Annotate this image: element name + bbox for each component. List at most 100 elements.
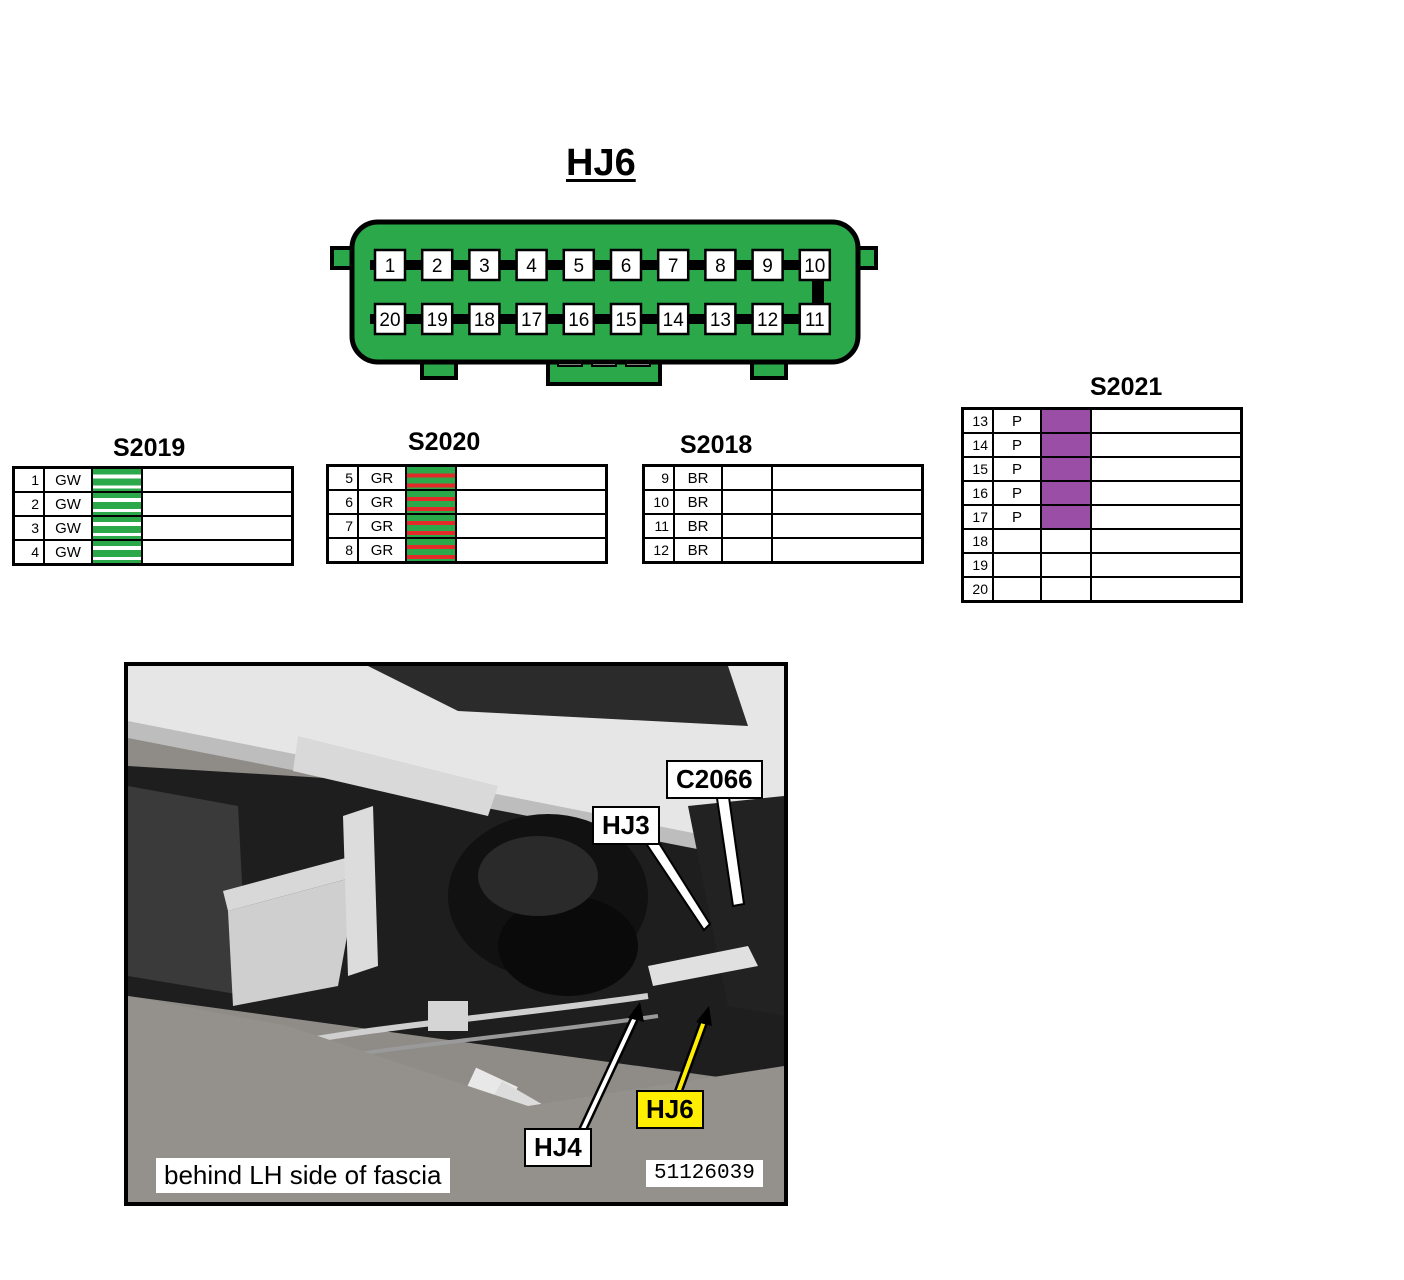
splice-pin-number: 19: [961, 552, 994, 578]
pin-17-cavity: [515, 302, 548, 336]
pin-5: 5: [574, 256, 585, 277]
pin-2: 2: [432, 256, 443, 277]
wire-color-swatch: [91, 539, 143, 566]
pin-15: 15: [615, 310, 636, 331]
pin-13-cavity: [704, 302, 737, 336]
splice-title-s2018: S2018: [680, 431, 753, 459]
wire-color-swatch: [1040, 432, 1092, 458]
wire-color-code: P: [992, 480, 1042, 506]
pin-3: 3: [479, 256, 490, 277]
wire-color-code: [992, 528, 1042, 554]
splice-pin-number: 10: [642, 489, 675, 515]
splice-notes-cell: [1090, 576, 1243, 603]
wire-color-swatch: [1040, 576, 1092, 603]
splice-pin-number: 13: [961, 407, 994, 434]
splice-pin-number: 18: [961, 528, 994, 554]
pin-10: 10: [804, 256, 825, 277]
splice-pin-number: 12: [642, 537, 675, 564]
photo-reference-number: 51126039: [646, 1160, 763, 1187]
splice-notes-cell: [141, 466, 294, 493]
wire-color-swatch: [91, 466, 143, 493]
wire-color-swatch: [405, 489, 457, 515]
wire-color-code: GW: [43, 491, 93, 517]
pin-17: 17: [521, 310, 542, 331]
pin-16: 16: [568, 310, 589, 331]
splice-title-s2020: S2020: [408, 428, 481, 456]
pin-1: 1: [385, 256, 396, 277]
pin-14-cavity: [656, 302, 690, 336]
pin-18: 18: [474, 310, 495, 331]
wire-color-code: P: [992, 504, 1042, 530]
wire-color-swatch: [721, 464, 773, 491]
pin-5-cavity: [562, 248, 596, 282]
splice-pin-number: 3: [12, 515, 45, 541]
pin-8: 8: [715, 256, 726, 277]
splice-pin-number: 4: [12, 539, 45, 566]
wire-color-swatch: [1040, 407, 1092, 434]
splice-notes-cell: [1090, 504, 1243, 530]
splice-notes-cell: [455, 489, 608, 515]
pin-12: 12: [757, 310, 778, 331]
splice-title-s2019: S2019: [113, 434, 186, 462]
splice-pin-number: 2: [12, 491, 45, 517]
wire-color-swatch: [1040, 552, 1092, 578]
label-c2066: C2066: [666, 760, 763, 799]
pin-18-cavity: [468, 302, 501, 336]
pin-20-cavity: [373, 302, 407, 336]
splice-notes-cell: [141, 515, 294, 541]
wire-color-swatch: [1040, 528, 1092, 554]
pin-11-cavity: [798, 302, 832, 336]
splice-notes-cell: [771, 464, 924, 491]
splice-pin-number: 8: [326, 537, 359, 564]
wire-color-swatch: [405, 464, 457, 491]
splice-pin-number: 7: [326, 513, 359, 539]
pin-12-cavity: [751, 302, 784, 336]
wire-color-code: GW: [43, 466, 93, 493]
pin-4: 4: [526, 256, 537, 277]
pin-19-cavity: [420, 302, 454, 336]
pin-20: 20: [379, 310, 400, 331]
splice-notes-cell: [141, 539, 294, 566]
wire-color-swatch: [721, 513, 773, 539]
splice-pin-number: 16: [961, 480, 994, 506]
wire-color-code: BR: [673, 489, 723, 515]
wire-color-swatch: [405, 537, 457, 564]
pin-6: 6: [621, 256, 632, 277]
splice-pin-number: 6: [326, 489, 359, 515]
splice-pin-number: 20: [961, 576, 994, 603]
pin-9: 9: [762, 256, 773, 277]
photo-caption: behind LH side of fascia: [156, 1158, 450, 1193]
pin-9-cavity: [751, 248, 784, 282]
wire-color-code: BR: [673, 537, 723, 564]
splice-notes-cell: [1090, 407, 1243, 434]
pin-7: 7: [668, 256, 679, 277]
wire-color-code: BR: [673, 464, 723, 491]
splice-notes-cell: [771, 489, 924, 515]
splice-notes-cell: [1090, 480, 1243, 506]
splice-notes-cell: [141, 491, 294, 517]
splice-row: 18: [961, 528, 1243, 554]
splice-pin-number: 17: [961, 504, 994, 530]
pin-8-cavity: [704, 248, 737, 282]
wire-color-swatch: [1040, 504, 1092, 530]
splice-pin-number: 9: [642, 464, 675, 491]
splice-notes-cell: [1090, 432, 1243, 458]
label-hj6: HJ6: [636, 1090, 704, 1129]
